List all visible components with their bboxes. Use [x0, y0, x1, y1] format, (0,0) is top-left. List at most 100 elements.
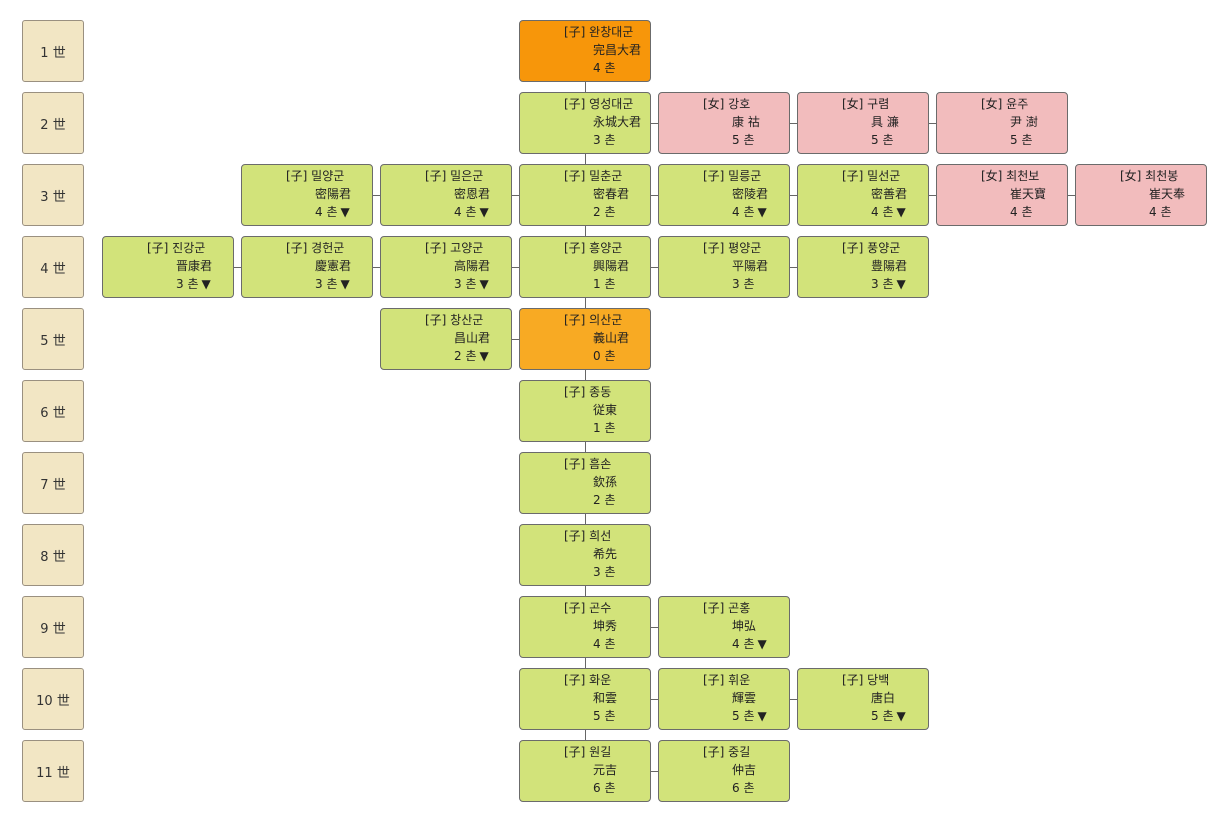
- kinship-degree-text: 3 촌: [176, 277, 199, 291]
- person-relation-name: [子] 의산군: [564, 313, 623, 327]
- sibling-connector: [512, 195, 519, 196]
- person-card-g2c7[interactable]: [女] 강호 康 祜 5 촌: [658, 92, 790, 154]
- sibling-connector: [651, 267, 658, 268]
- person-hanja-name: 興陽君: [593, 259, 630, 273]
- person-hanja-name: 和雲: [593, 691, 618, 705]
- kinship-degree-text: 3 촌: [593, 565, 616, 579]
- person-relation-name: [女] 강호: [703, 97, 751, 111]
- person-relation-name: [子] 고양군: [425, 241, 484, 255]
- person-hanja-name: 高陽君: [454, 259, 491, 273]
- expand-arrow-icon[interactable]: ▼: [201, 277, 211, 291]
- generation-label: 6 世: [22, 380, 84, 442]
- person-kinship-degree: 4 촌▼: [802, 203, 924, 221]
- kinship-degree-text: 4 촌: [732, 205, 755, 219]
- kinship-degree-text: 5 촌: [593, 709, 616, 723]
- person-card-g1c6[interactable]: [子] 완창대군 完昌大君 4 촌: [519, 20, 651, 82]
- kinship-degree-text: 4 촌: [1149, 205, 1172, 219]
- person-hanja-name: 完昌大君: [593, 43, 642, 57]
- person-hanja-name: 密春君: [593, 187, 630, 201]
- person-kinship-degree: 4 촌: [524, 59, 646, 77]
- person-relation-name: [女] 최천봉: [1120, 169, 1179, 183]
- kinship-degree-text: 3 촌: [315, 277, 338, 291]
- person-kinship-degree: 5 촌▼: [663, 707, 785, 725]
- person-kinship-degree: 2 촌: [524, 491, 646, 509]
- generation-label: 2 世: [22, 92, 84, 154]
- sibling-connector: [651, 195, 658, 196]
- expand-arrow-icon[interactable]: ▼: [896, 277, 906, 291]
- expand-arrow-icon[interactable]: ▼: [340, 205, 350, 219]
- person-card-g4c5[interactable]: [子] 고양군 高陽君 3 촌▼: [380, 236, 512, 298]
- person-hanja-name: 康 祜: [732, 115, 760, 129]
- person-kinship-degree: 4 촌: [524, 635, 646, 653]
- kinship-degree-text: 3 촌: [454, 277, 477, 291]
- expand-arrow-icon[interactable]: ▼: [757, 205, 767, 219]
- kinship-degree-text: 4 촌: [593, 61, 616, 75]
- person-relation-name: [子] 중길: [703, 745, 751, 759]
- person-relation-name: [子] 평양군: [703, 241, 762, 255]
- expand-arrow-icon[interactable]: ▼: [479, 205, 489, 219]
- expand-arrow-icon[interactable]: ▼: [896, 709, 906, 723]
- expand-arrow-icon[interactable]: ▼: [757, 637, 767, 651]
- kinship-degree-text: 2 촌: [593, 205, 616, 219]
- person-kinship-degree: 3 촌: [663, 275, 785, 293]
- person-kinship-degree: 0 촌: [524, 347, 646, 365]
- expand-arrow-icon[interactable]: ▼: [479, 349, 489, 363]
- expand-arrow-icon[interactable]: ▼: [757, 709, 767, 723]
- person-hanja-name: 希先: [593, 547, 618, 561]
- sibling-connector: [790, 195, 797, 196]
- person-kinship-degree: 4 촌▼: [663, 635, 785, 653]
- person-relation-name: [子] 완창대군: [564, 25, 634, 39]
- person-hanja-name: 密陽君: [315, 187, 352, 201]
- person-relation-name: [子] 원길: [564, 745, 612, 759]
- person-hanja-name: 密善君: [871, 187, 908, 201]
- person-kinship-degree: 1 촌: [524, 275, 646, 293]
- kinship-degree-text: 4 촌: [1010, 205, 1033, 219]
- person-card-g5c6[interactable]: [子] 의산군 義山君 0 촌: [519, 308, 651, 370]
- expand-arrow-icon[interactable]: ▼: [896, 205, 906, 219]
- kinship-degree-text: 4 촌: [315, 205, 338, 219]
- person-kinship-degree: 3 촌▼: [107, 275, 229, 293]
- generation-label: 4 世: [22, 236, 84, 298]
- person-hanja-name: 崔天寶: [1010, 187, 1047, 201]
- kinship-degree-text: 5 촌: [732, 133, 755, 147]
- generation-label: 3 世: [22, 164, 84, 226]
- expand-arrow-icon[interactable]: ▼: [340, 277, 350, 291]
- person-hanja-name: 義山君: [593, 331, 630, 345]
- kinship-degree-text: 6 촌: [732, 781, 755, 795]
- person-card-g8c6[interactable]: [子] 희선 希先 3 촌: [519, 524, 651, 586]
- kinship-degree-text: 4 촌: [454, 205, 477, 219]
- expand-arrow-icon[interactable]: ▼: [479, 277, 489, 291]
- generation-label: 5 世: [22, 308, 84, 370]
- person-relation-name: [子] 희선: [564, 529, 612, 543]
- person-kinship-degree: 5 촌▼: [802, 707, 924, 725]
- sibling-connector: [512, 267, 519, 268]
- person-kinship-degree: 6 촌: [524, 779, 646, 797]
- person-hanja-name: 従東: [593, 403, 618, 417]
- sibling-connector: [651, 771, 658, 772]
